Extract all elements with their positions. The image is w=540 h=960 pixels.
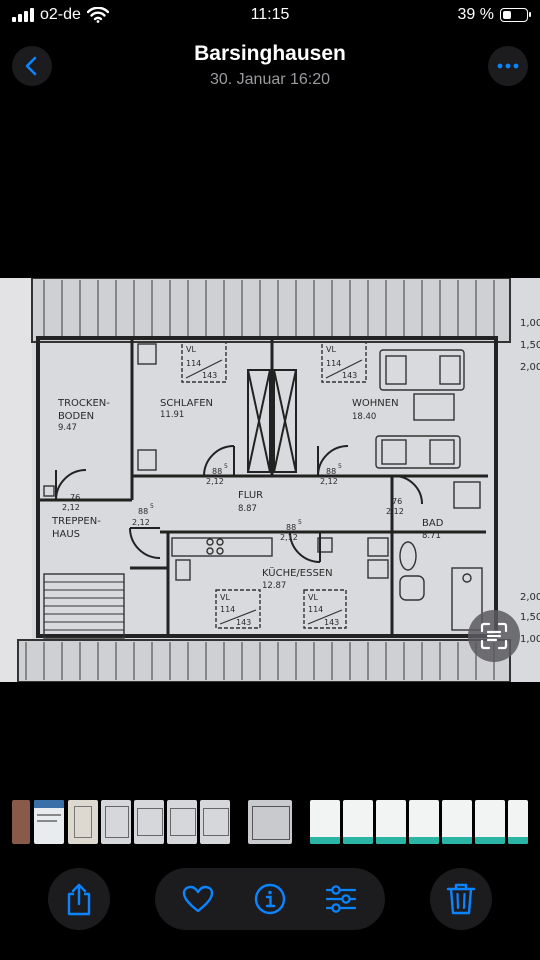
- thumbnail[interactable]: [310, 800, 340, 844]
- photo-floor-plan[interactable]: TROCKEN- BODEN 9.47 SCHLAFEN 11.91 WOHNE…: [0, 278, 540, 682]
- ellipsis-icon: [497, 63, 519, 69]
- thumbnail[interactable]: [508, 800, 528, 844]
- floor-plan-drawing: TROCKEN- BODEN 9.47 SCHLAFEN 11.91 WOHNE…: [0, 278, 540, 682]
- door-dim-1: 88: [212, 467, 222, 476]
- side-dim-bottom-2: 1,50: [520, 612, 540, 623]
- room-area-kueche: 12.87: [262, 581, 286, 591]
- thumbnail[interactable]: [200, 800, 230, 844]
- thumbnail[interactable]: [12, 800, 30, 844]
- room-label-schlafen: SCHLAFEN: [160, 398, 213, 409]
- action-pill: [155, 868, 385, 930]
- door-dim-2: 88: [326, 467, 336, 476]
- skylight-height-3: 143: [236, 618, 251, 627]
- skylight-vl-4: VL: [308, 593, 318, 602]
- album-title: Barsinghausen: [194, 42, 346, 65]
- sliders-icon: [325, 885, 357, 913]
- door-dim-4-sup: 5: [150, 503, 154, 510]
- room-label-trockenboden-2: BODEN: [58, 411, 94, 422]
- thumbnail[interactable]: [343, 800, 373, 844]
- skylight-vl-2: VL: [326, 345, 336, 354]
- status-time: 11:15: [250, 6, 290, 23]
- carrier-label: o2-de: [40, 6, 81, 23]
- door-dim-2-sup: 5: [338, 463, 342, 470]
- room-label-wohnen: WOHNEN: [352, 398, 399, 409]
- side-dim-bottom-3: 1,00: [520, 634, 540, 645]
- info-icon: [254, 883, 286, 915]
- room-label-treppenhaus-1: TREPPEN-: [51, 516, 101, 527]
- thumbnail[interactable]: [34, 800, 64, 844]
- wifi-icon: [86, 7, 109, 23]
- adjust-button[interactable]: [321, 879, 361, 919]
- thumbnail[interactable]: [101, 800, 131, 844]
- status-right: 39 %: [457, 6, 531, 24]
- room-area-bad: 8.71: [422, 531, 441, 541]
- door-height-2: 2,12: [320, 477, 338, 486]
- trash-icon: [446, 883, 476, 915]
- side-dim-top-2: 1,50: [520, 340, 540, 351]
- door-dim-3: 76: [70, 493, 80, 502]
- door-height-1: 2,12: [206, 477, 224, 486]
- thumbnail[interactable]: [475, 800, 505, 844]
- share-button[interactable]: [48, 868, 110, 930]
- room-label-kueche: KÜCHE/ESSEN: [262, 566, 333, 579]
- battery-icon: [500, 8, 531, 22]
- room-label-treppenhaus-2: HAUS: [52, 529, 80, 540]
- back-button[interactable]: [12, 46, 52, 86]
- info-button[interactable]: [250, 879, 290, 919]
- thumbnail[interactable]: [409, 800, 439, 844]
- skylight-width-4: 114: [308, 605, 323, 614]
- side-dim-top-3: 2,00: [520, 362, 540, 373]
- skylight-vl-1: VL: [186, 345, 196, 354]
- skylight-vl-3: VL: [220, 593, 230, 602]
- battery-level: [503, 11, 511, 19]
- thumbnail-strip[interactable]: [0, 800, 540, 844]
- door-height-3: 2,12: [62, 503, 80, 512]
- skylight-height-2: 143: [342, 371, 357, 380]
- door-dim-5: 88: [286, 523, 296, 532]
- heart-icon: [182, 885, 214, 913]
- side-dim-top-1: 1,00: [520, 318, 540, 329]
- door-dim-4: 88: [138, 507, 148, 516]
- delete-button[interactable]: [430, 868, 492, 930]
- room-area-wohnen: 18.40: [352, 412, 376, 422]
- battery-percent: 39 %: [457, 6, 494, 23]
- chevron-left-icon: [25, 56, 37, 76]
- skylight-height-1: 143: [202, 371, 217, 380]
- side-dim-bottom-1: 2,00: [520, 592, 540, 603]
- more-button[interactable]: [488, 46, 528, 86]
- door-dim-6: 76: [392, 497, 402, 506]
- door-dim-5-sup: 5: [298, 519, 302, 526]
- door-height-6: 2,12: [386, 507, 404, 516]
- room-area-schlafen: 11.91: [160, 410, 184, 420]
- favorite-button[interactable]: [178, 879, 218, 919]
- status-left: o2-de: [12, 6, 109, 24]
- thumbnail[interactable]: [68, 800, 98, 844]
- door-height-5: 2,12: [280, 533, 298, 542]
- thumbnail[interactable]: [376, 800, 406, 844]
- door-height-4: 2,12: [132, 518, 150, 527]
- room-area-flur: 8.87: [238, 504, 257, 514]
- skylight-width-3: 114: [220, 605, 235, 614]
- room-label-trockenboden-1: TROCKEN-: [57, 398, 110, 409]
- status-bar: o2-de 11:15 39 %: [0, 0, 540, 32]
- room-label-bad: BAD: [422, 518, 444, 529]
- cellular-signal-icon: [12, 8, 34, 22]
- room-label-flur: FLUR: [238, 490, 263, 501]
- share-icon: [67, 883, 91, 916]
- thumbnail[interactable]: [442, 800, 472, 844]
- photo-date: 30. Januar 16:20: [209, 71, 331, 88]
- live-text-button[interactable]: [468, 610, 520, 662]
- thumbnail-current[interactable]: [248, 800, 292, 844]
- skylight-width-2: 114: [326, 359, 341, 368]
- door-dim-1-sup: 5: [224, 463, 228, 470]
- room-area-trockenboden: 9.47: [58, 423, 77, 433]
- thumbnail[interactable]: [134, 800, 164, 844]
- skylight-width-1: 114: [186, 359, 201, 368]
- thumbnail[interactable]: [167, 800, 197, 844]
- live-text-icon: [480, 622, 508, 650]
- bottom-toolbar: [0, 868, 540, 932]
- skylight-height-4: 143: [324, 618, 339, 627]
